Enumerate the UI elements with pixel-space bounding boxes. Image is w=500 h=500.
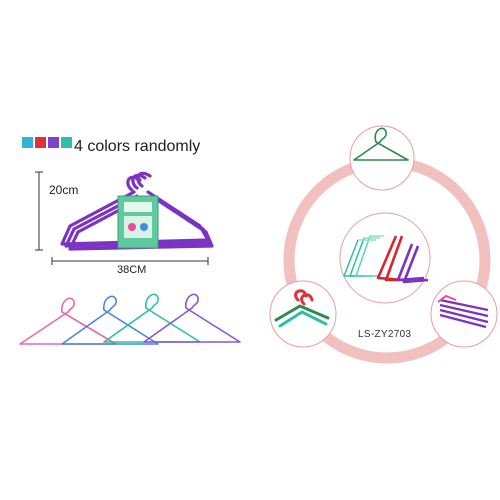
swatch-teal [22,137,33,148]
swatch-purple [48,137,59,148]
model-code-label: LS-ZY2703 [358,329,412,340]
hanger-teal [103,293,201,343]
hanger-pink [19,297,117,345]
center-detail-circle [339,212,431,304]
height-label: 20cm [49,183,79,197]
top-detail-circle [349,125,415,191]
width-label: 38CM [117,264,147,276]
width-dimension-line [51,257,209,265]
colors-headline: 4 colors randomly [74,138,201,155]
left-detail-circle [269,280,337,348]
swatch-cyan [61,137,72,148]
right-detail-circle [430,280,498,348]
hanger-bundle-image [60,171,214,251]
swatch-red [35,137,46,148]
hanger-blue [61,295,159,345]
hanger-purple [143,293,241,343]
height-dimension-line [35,171,43,251]
